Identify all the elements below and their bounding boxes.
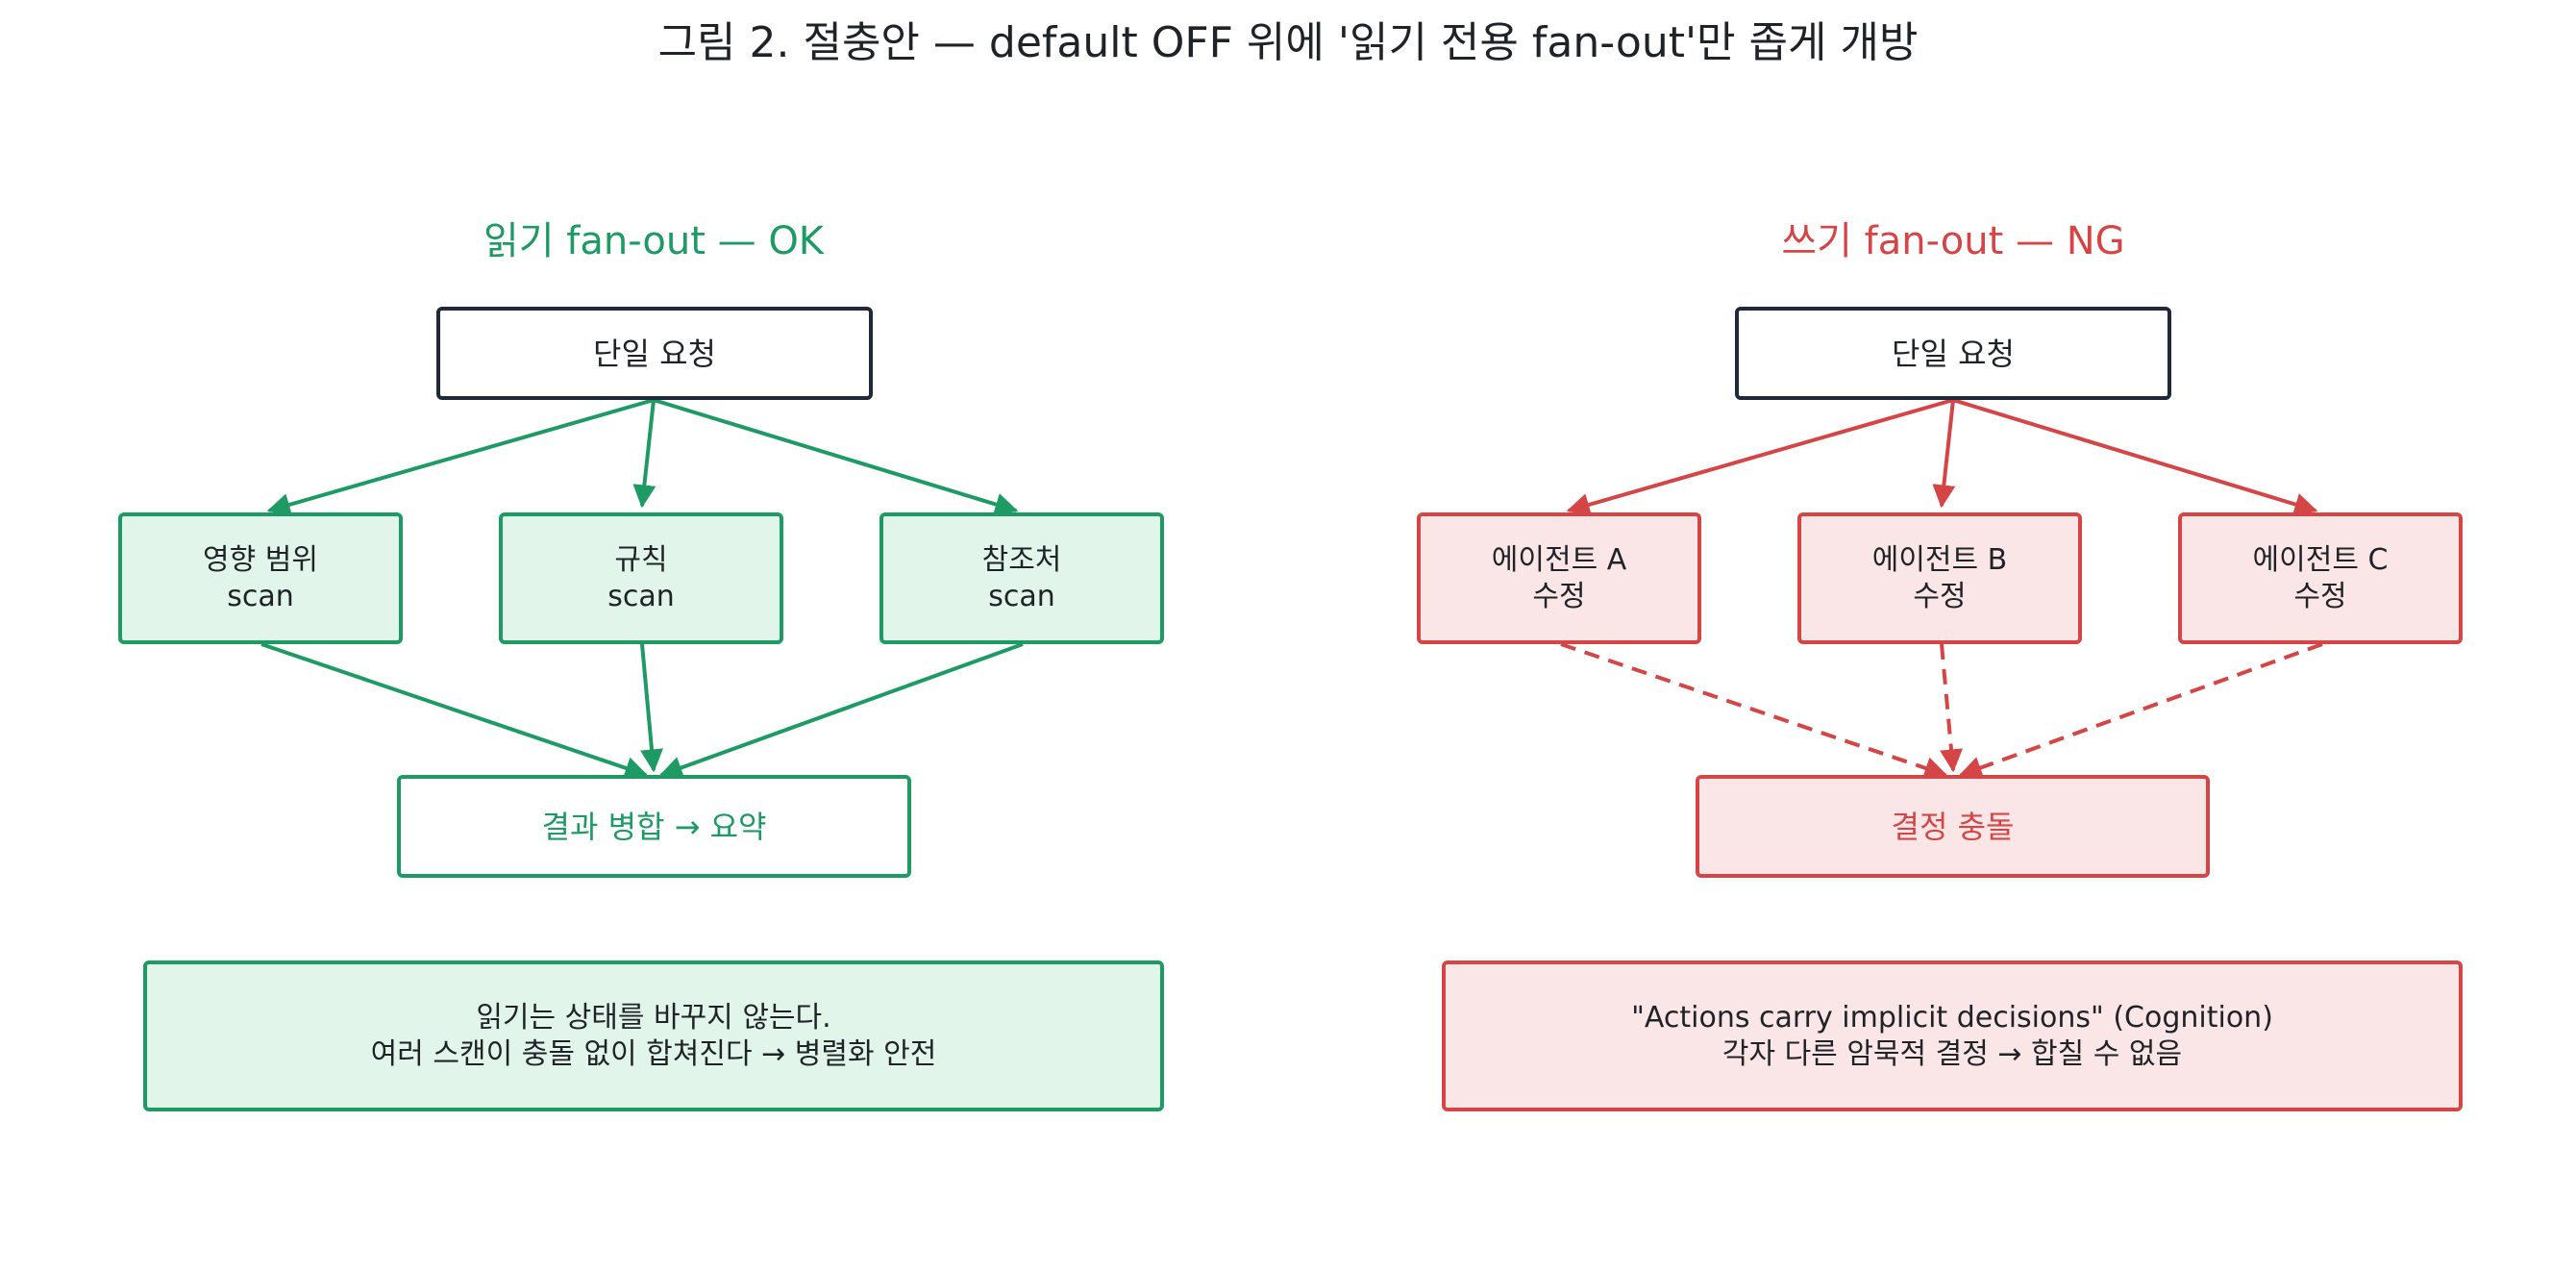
right-note-line2: 각자 다른 암묵적 결정 → 합칠 수 없음 [1721,1036,2183,1071]
right-branch-3-line1: 에이전트 C [2252,542,2389,577]
right-branch-node-1: 에이전트 A 수정 [1417,512,1701,644]
left-branch-3-line2: scan [988,579,1055,613]
right-branch-2-line2: 수정 [1913,579,1967,613]
edge-right-root-to-branch-2 [1932,399,1956,509]
edge-right-branch-2-to-result [1940,643,1963,773]
edge-right-branch-3-to-result [1958,642,2323,779]
left-branch-2-line2: scan [607,579,675,613]
right-root-node: 단일 요청 [1735,307,2171,400]
left-branch-node-2: 규칙 scan [499,512,783,644]
left-branch-1-line2: scan [227,579,294,613]
left-result-label: 결과 병합 → 요약 [541,808,767,845]
left-result-node: 결과 병합 → 요약 [397,775,911,878]
right-result-node: 결정 충돌 [1696,775,2210,878]
right-root-label: 단일 요청 [1892,335,2015,372]
right-panel-heading: 쓰기 fan-out — NG [1781,219,2125,263]
left-branch-node-3: 참조처 scan [879,512,1164,644]
right-note-line1: "Actions carry implicit decisions" (Cogn… [1631,1000,2273,1035]
left-branch-3-line1: 참조처 [981,542,1062,577]
left-panel-heading: 읽기 fan-out — OK [483,219,825,263]
figure-title: 그림 2. 절충안 — default OFF 위에 '읽기 전용 fan-ou… [657,18,1919,67]
edge-left-root-to-branch-2 [632,399,656,509]
left-note-line1: 읽기는 상태를 바꾸지 않는다. [476,1000,831,1035]
edge-right-root-to-branch-1 [1566,398,1954,516]
edge-left-root-to-branch-3 [653,398,1019,516]
right-branch-node-2: 에이전트 B 수정 [1797,512,2082,644]
left-branch-1-line1: 영향 범위 [203,542,318,577]
edge-left-branch-2-to-result [640,643,663,773]
edge-left-branch-3-to-result [658,642,1024,779]
left-note-box: 읽기는 상태를 바꾸지 않는다. 여러 스캔이 충돌 없이 합쳐진다 → 병렬화… [143,960,1164,1111]
right-branch-1-line2: 수정 [1532,579,1586,613]
edge-right-root-to-branch-3 [1952,398,2318,516]
right-result-label: 결정 충돌 [1891,808,2015,845]
left-note-line2: 여러 스캔이 충돌 없이 합쳐진다 → 병렬화 안전 [370,1036,937,1071]
right-branch-2-line1: 에이전트 B [1871,542,2008,577]
left-root-node: 단일 요청 [436,307,873,400]
edge-left-branch-1-to-result [260,642,649,780]
edge-left-root-to-branch-1 [266,398,655,516]
left-branch-node-1: 영향 범위 scan [118,512,403,644]
right-branch-1-line1: 에이전트 A [1491,542,1627,577]
right-branch-3-line2: 수정 [2293,579,2347,613]
right-branch-node-3: 에이전트 C 수정 [2178,512,2463,644]
edge-right-branch-1-to-result [1560,642,1948,780]
left-root-label: 단일 요청 [593,335,716,372]
right-note-box: "Actions carry implicit decisions" (Cogn… [1442,960,2463,1111]
left-branch-2-line1: 규칙 [614,542,668,577]
